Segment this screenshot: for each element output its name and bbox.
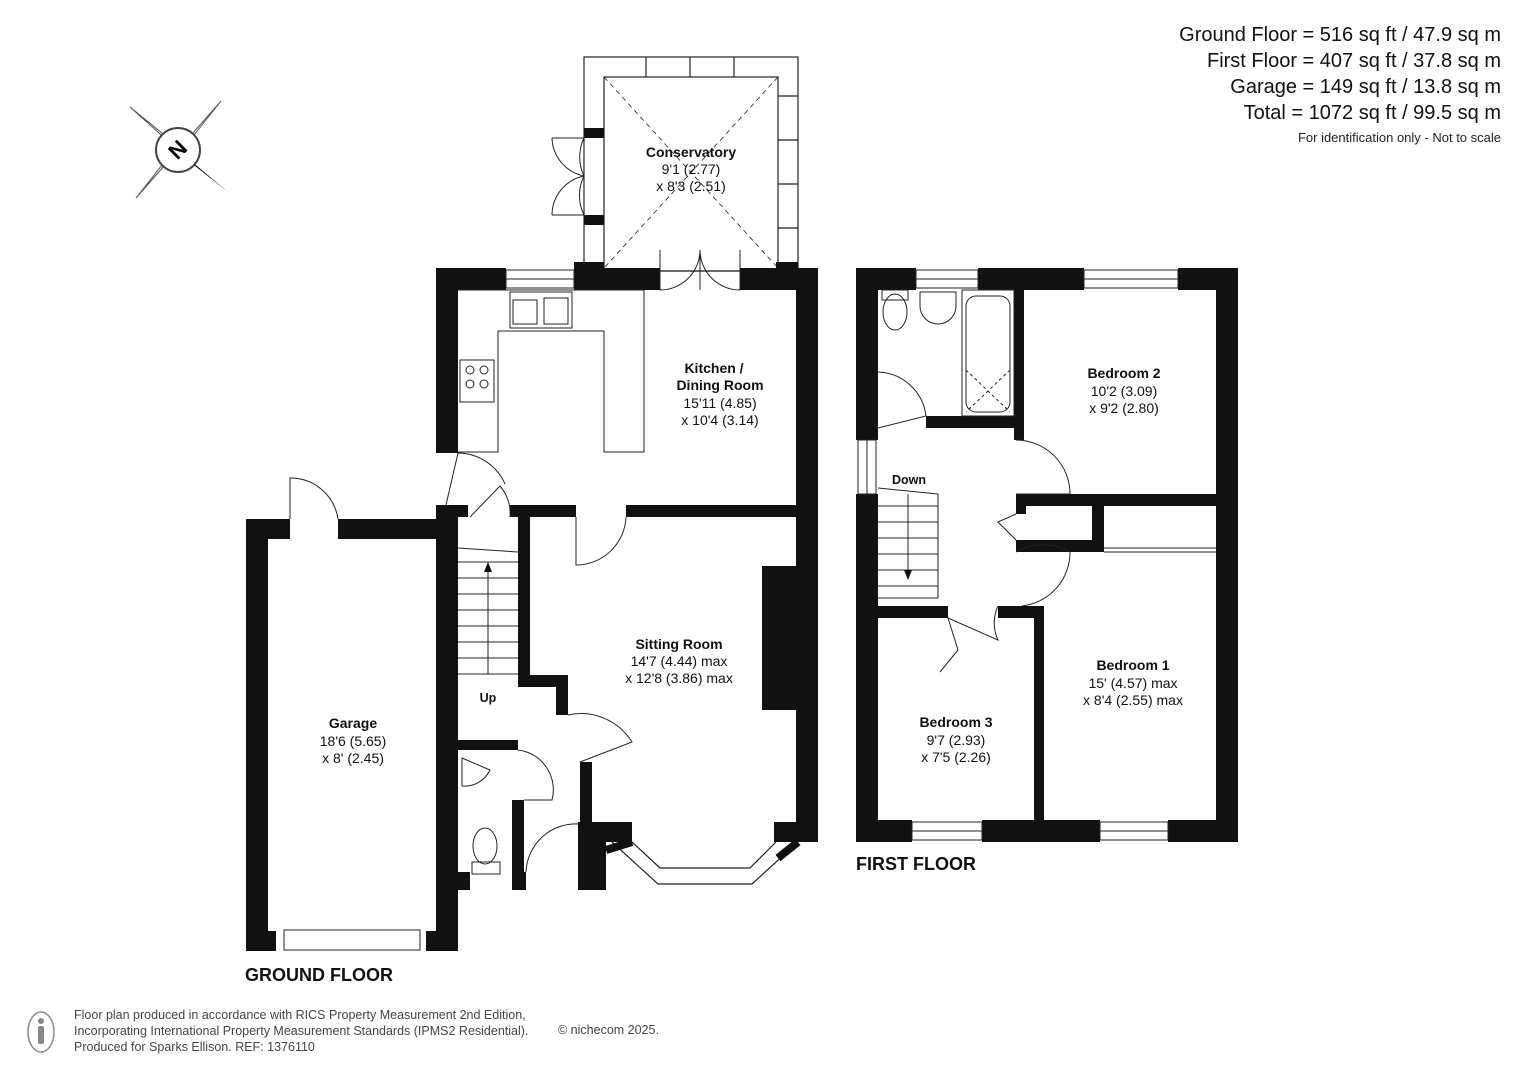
garage-dim2: x 8' (2.45) xyxy=(322,750,384,766)
garage-area: Garage = 149 sq ft / 13.8 sq m xyxy=(1230,76,1501,98)
ground-floor-walls xyxy=(436,262,818,951)
footer-line-1: Floor plan produced in accordance with R… xyxy=(74,1008,526,1022)
garage-dim1: 18'6 (5.65) xyxy=(320,733,387,749)
bedroom-2-dim2: x 9'2 (2.80) xyxy=(1089,400,1159,416)
garage-walls xyxy=(246,519,456,951)
kitchen-label-1: Kitchen / xyxy=(684,360,743,376)
stairs-down-label: Down xyxy=(892,473,926,487)
kitchen-label-2: Dining Room xyxy=(676,377,763,393)
conservatory-frame xyxy=(583,56,799,272)
ground-floor-label: GROUND FLOOR xyxy=(245,965,393,985)
conservatory-dim1: 9'1 (2.77) xyxy=(662,161,721,177)
footer-line-2: Incorporating International Property Mea… xyxy=(74,1024,529,1038)
disclaimer: For identification only - Not to scale xyxy=(1297,130,1501,145)
footer-notes: Floor plan produced in accordance with R… xyxy=(74,1007,528,1055)
conservatory-dim2: x 8'3 (2.51) xyxy=(656,178,726,194)
bedroom-2-dim1: 10'2 (3.09) xyxy=(1091,383,1158,399)
conservatory-label: Conservatory xyxy=(646,144,736,160)
kitchen-dim1: 15'11 (4.85) xyxy=(683,395,756,411)
area-summary: Ground Floor = 516 sq ft / 47.9 sq m Fir… xyxy=(1179,22,1501,145)
kitchen-dim2: x 10'4 (3.14) xyxy=(681,412,758,428)
total-area: Total = 1072 sq ft / 99.5 sq m xyxy=(1243,102,1501,124)
bedroom-3-label: Bedroom 3 xyxy=(919,714,992,730)
footer-copyright: © nichecom 2025. xyxy=(558,1023,659,1037)
garage-label: Garage xyxy=(329,715,377,731)
ground-floor-area: Ground Floor = 516 sq ft / 47.9 sq m xyxy=(1179,24,1501,46)
sitting-room-label: Sitting Room xyxy=(635,636,722,652)
person-info-icon xyxy=(27,1011,55,1053)
bedroom-1-dim2: x 8'4 (2.55) max xyxy=(1083,692,1183,708)
footer-line-3: Produced for Sparks Ellison. REF: 137611… xyxy=(74,1040,315,1054)
staircase-ground xyxy=(457,547,519,675)
bedroom-1-dim1: 15' (4.57) max xyxy=(1088,675,1177,691)
bedroom-3-dim2: x 7'5 (2.26) xyxy=(921,749,991,765)
staircase-first xyxy=(877,487,939,599)
sitting-room-dim1: 14'7 (4.44) max xyxy=(631,653,728,669)
bedroom-2-label: Bedroom 2 xyxy=(1087,365,1160,381)
first-floor-area: First Floor = 407 sq ft / 37.8 sq m xyxy=(1206,50,1501,72)
compass-icon: N xyxy=(129,100,228,199)
first-floor-label: FIRST FLOOR xyxy=(856,854,976,874)
first-floor-walls xyxy=(856,268,1238,842)
sitting-room-dim2: x 12'8 (3.86) max xyxy=(625,670,733,686)
bedroom-3-dim1: 9'7 (2.93) xyxy=(927,732,986,748)
bedroom-1-label: Bedroom 1 xyxy=(1096,657,1169,673)
stairs-up-label: Up xyxy=(480,691,497,705)
